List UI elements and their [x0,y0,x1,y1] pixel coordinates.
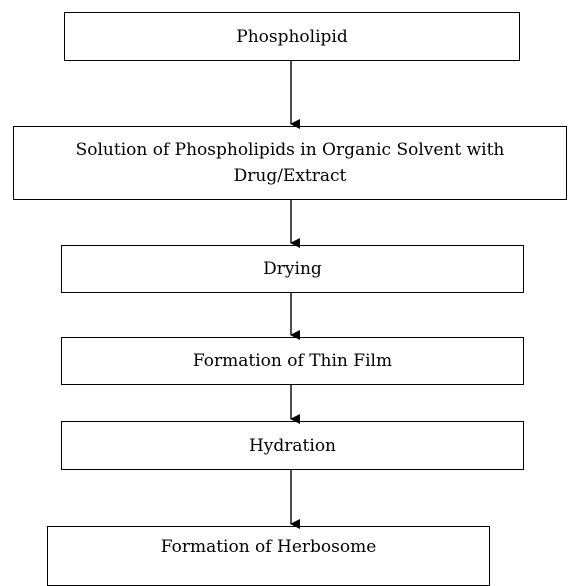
step-box-phospholipid: Phospholipid [64,12,520,61]
step-box-solution: Solution of Phospholipids in Organic Sol… [13,126,567,200]
step-label: Hydration [248,435,337,456]
flow-arrows [290,61,300,529]
step-label: Drying [263,259,322,279]
step-label: Formation of Herbosome [160,537,377,557]
step-label: Solution of Phospholipids in Organic Sol… [75,140,505,186]
step-box-drying: Drying [61,245,524,293]
step-label: Formation of Thin Film [192,351,393,371]
step-label: Phospholipid [236,26,348,47]
